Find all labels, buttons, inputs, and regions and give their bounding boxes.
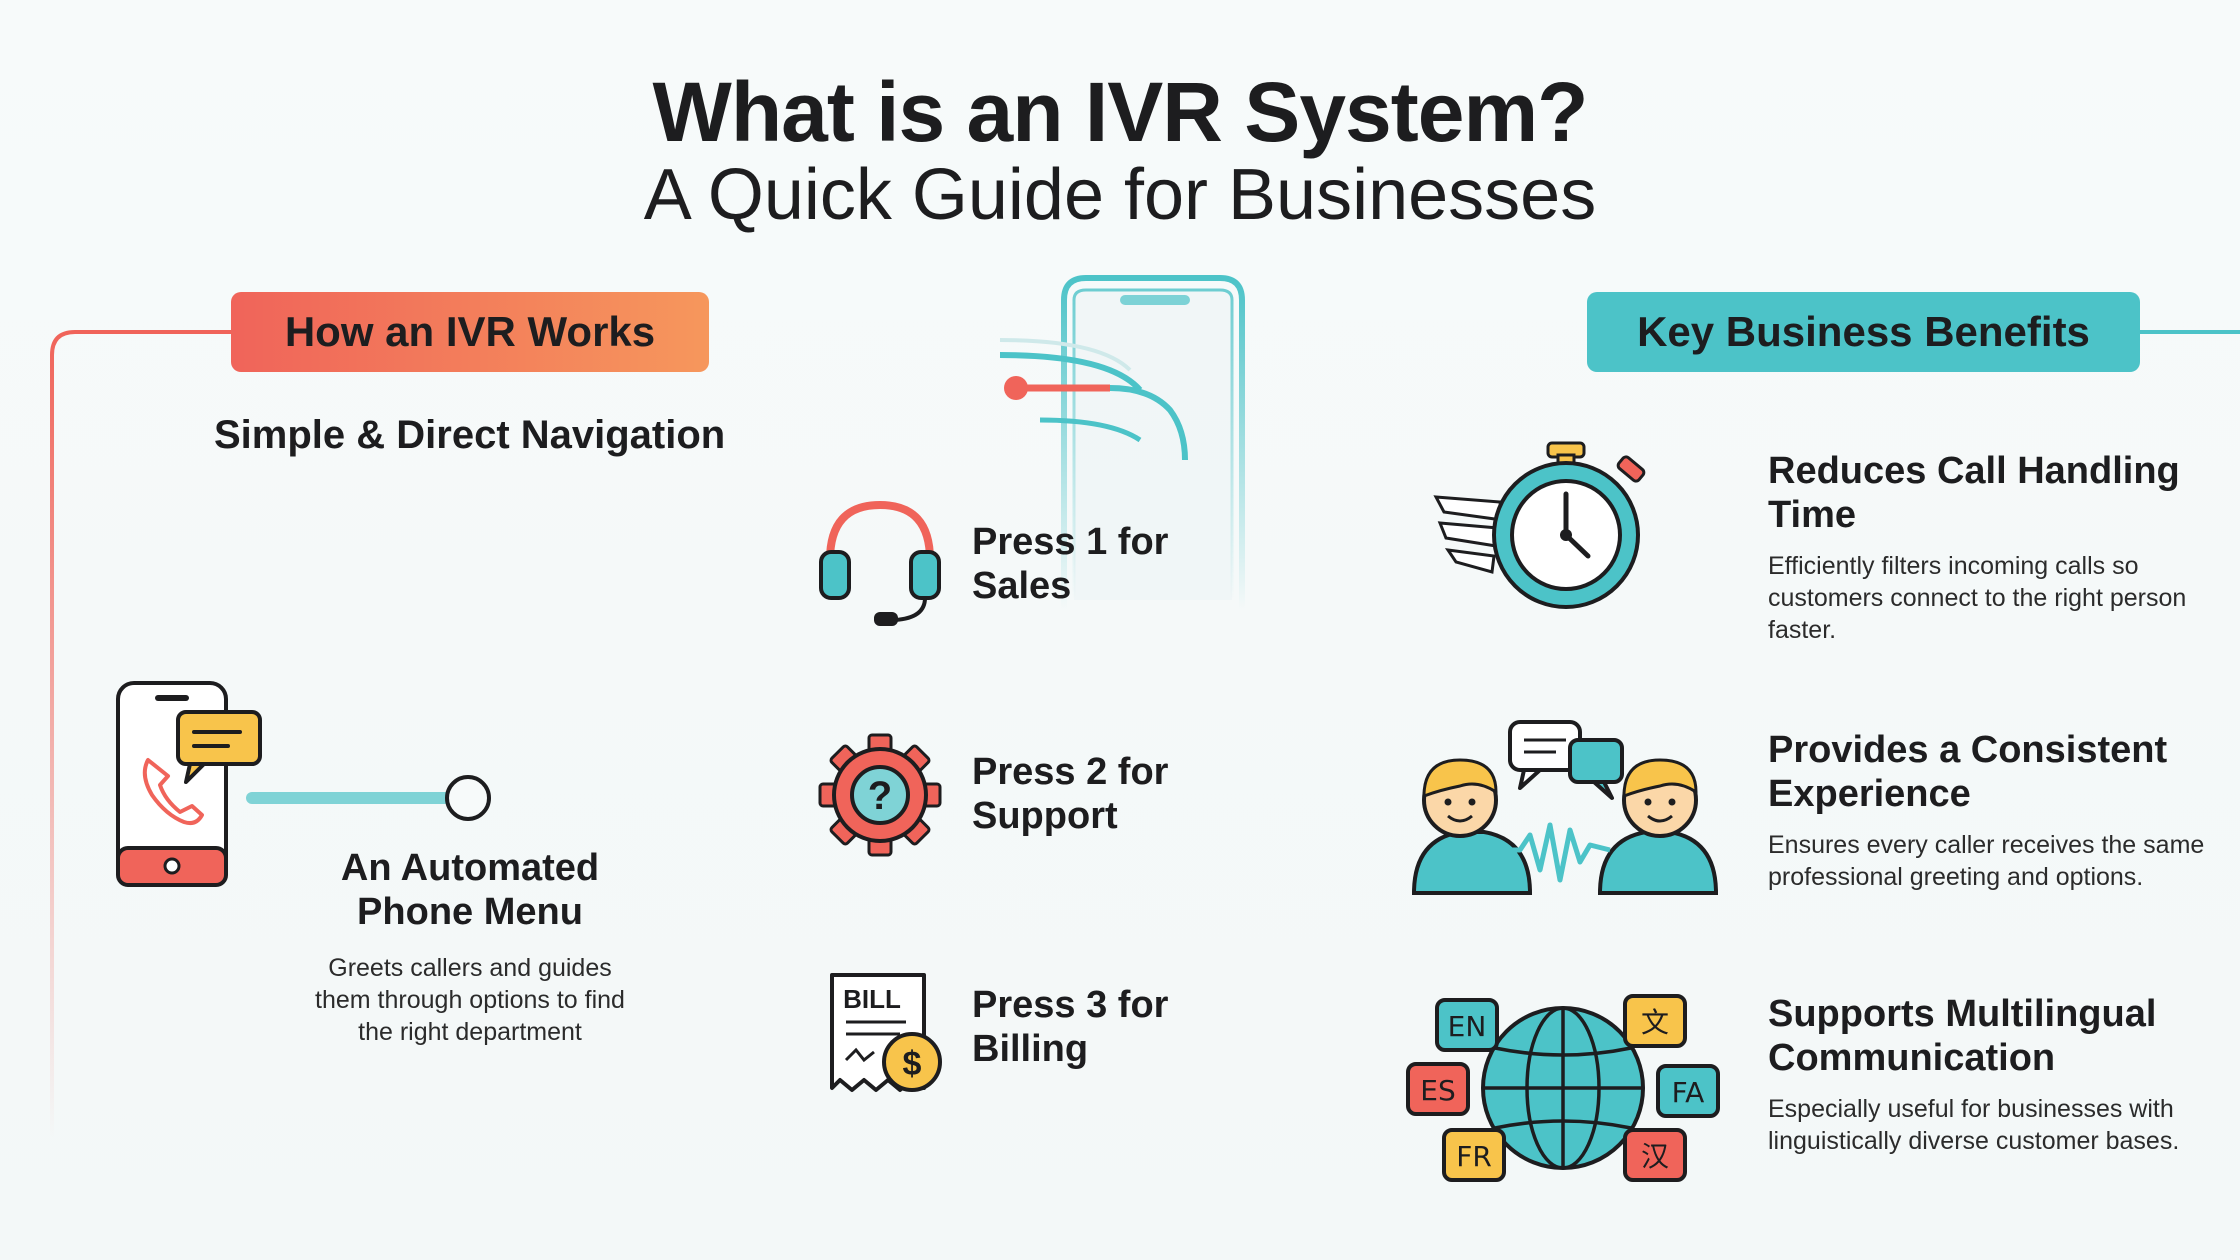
language-badge xyxy=(1623,1128,1687,1182)
bill-icon: BILL $ xyxy=(830,973,942,1092)
automated-menu-description: Greets callers and guides them through o… xyxy=(315,954,625,1046)
language-badge xyxy=(1442,1128,1506,1182)
navigation-subheading: Simple & Direct Navigation xyxy=(214,413,726,457)
routing-phone-icon xyxy=(999,275,1245,610)
language-badge xyxy=(1406,1062,1470,1116)
headset-icon xyxy=(819,500,941,626)
benefit-title-call-time: Reduces Call Handling Time xyxy=(1768,450,2180,536)
language-badge xyxy=(1623,994,1687,1048)
benefit-desc-multilingual: Especially useful for businesses with li… xyxy=(1768,1095,2180,1155)
people-conversation-icon xyxy=(1411,720,1719,895)
svg-text:?: ? xyxy=(868,774,892,818)
how-ivr-works-label: How an IVR Works xyxy=(284,308,656,355)
language-badge xyxy=(1435,998,1499,1052)
benefit-title-consistent: Provides a Consistent Experience xyxy=(1768,729,2168,815)
page-title: What is an IVR System? xyxy=(652,65,1589,159)
phone-chat-icon xyxy=(116,681,262,887)
language-badge xyxy=(1656,1064,1720,1118)
language-badge-label: FA xyxy=(1672,1076,1705,1109)
key-benefits-badge: Key Business Benefits xyxy=(1587,292,2140,372)
menu-connector-line xyxy=(246,775,491,821)
key-benefits-label: Key Business Benefits xyxy=(1637,308,2090,355)
how-ivr-works-badge: How an IVR Works xyxy=(231,292,709,372)
language-badge-label: FR xyxy=(1456,1140,1492,1173)
globe-languages-icon: EN 文 ES FA FR 汉 xyxy=(1406,994,1720,1182)
language-badge-label: ES xyxy=(1420,1074,1455,1107)
svg-text:$: $ xyxy=(903,1045,922,1083)
option-sales-label: Press 1 for Sales xyxy=(972,521,1169,607)
option-billing-label: Press 3 for Billing xyxy=(972,984,1169,1070)
language-badge-label: EN xyxy=(1448,1010,1487,1043)
benefit-desc-call-time: Efficiently filters incoming calls so cu… xyxy=(1768,552,2187,644)
benefit-title-multilingual: Supports Multilingual Communication xyxy=(1768,993,2157,1079)
bill-icon-text: BILL xyxy=(843,984,901,1014)
automated-menu-title: An Automated Phone Menu xyxy=(340,847,600,933)
stopwatch-icon xyxy=(1433,441,1646,609)
page-subtitle: A Quick Guide for Businesses xyxy=(643,155,1597,235)
gear-question-icon: ? xyxy=(818,733,942,857)
benefit-desc-consistent: Ensures every caller receives the same p… xyxy=(1768,831,2205,891)
language-badge-label: 文 xyxy=(1641,1006,1669,1039)
language-badge-label: 汉 xyxy=(1641,1140,1669,1173)
left-frame-line xyxy=(50,330,1000,1140)
option-support-label: Press 2 for Support xyxy=(972,751,1169,837)
